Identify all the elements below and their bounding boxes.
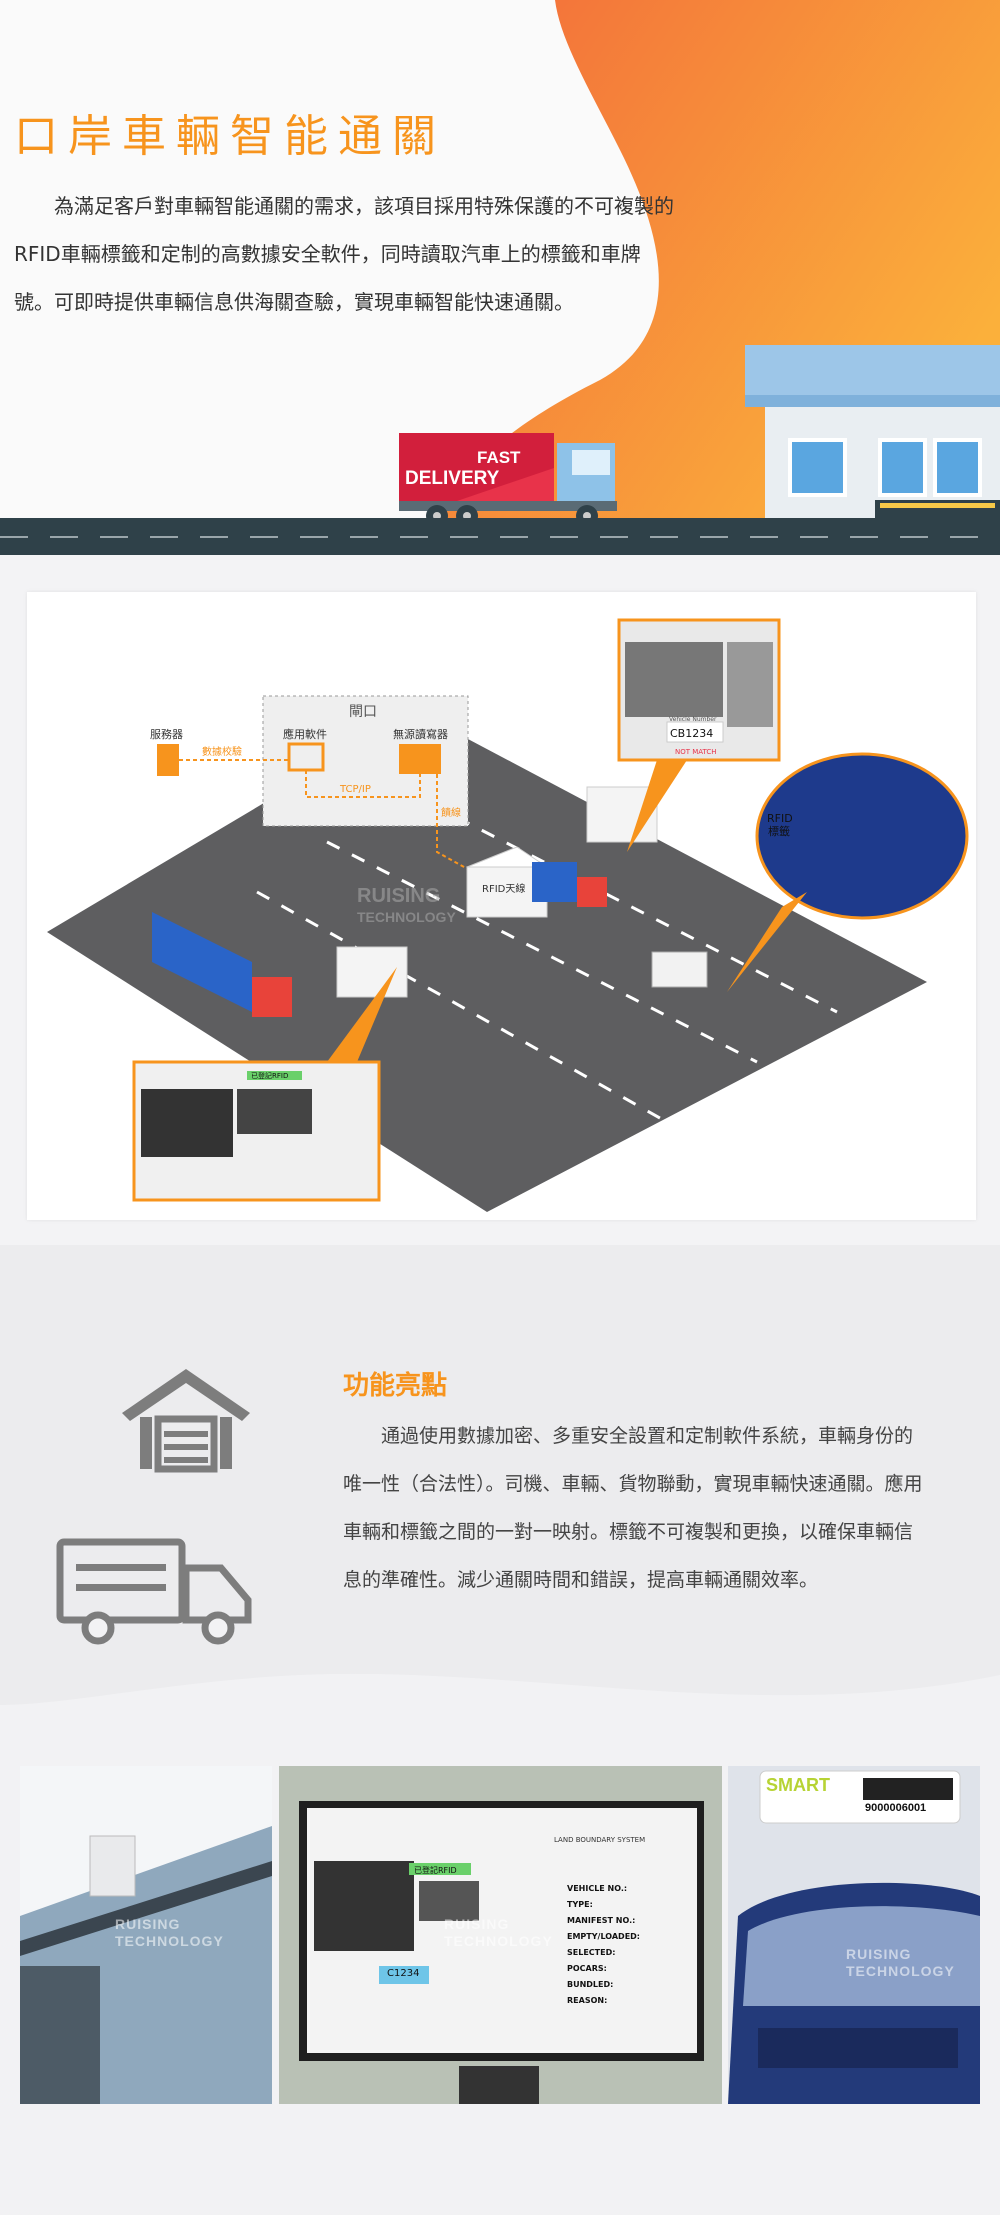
form-label: TYPE: xyxy=(567,1900,593,1909)
diagram-card: 閘口 服務器 應用軟件 無源讀寫器 數據校驗 TCP/IP 饋線 RFID天線 xyxy=(27,592,976,1220)
van xyxy=(651,951,708,988)
antenna-photo-image xyxy=(20,1766,272,2104)
form-label: SELECTED: xyxy=(567,1948,616,1957)
monitor-status: 已登記RFID xyxy=(414,1866,457,1875)
gate-label: 閘口 xyxy=(349,704,377,720)
watermark-text: TECHNOLOGY xyxy=(357,909,456,925)
road-markings xyxy=(0,536,1000,538)
form-label: MANIFEST NO.: xyxy=(567,1916,636,1925)
garage-icon xyxy=(122,1369,250,1473)
reader-icon xyxy=(399,744,441,774)
server-label: 服務器 xyxy=(150,727,183,741)
plate-number: CB1234 xyxy=(670,727,713,740)
screen-status: 已登記RFID xyxy=(251,1071,288,1080)
intro-paragraph: 為滿足客戶對車輛智能通關的需求，該項目採用特殊保護的不可複製的RFID車輛標籤和… xyxy=(14,194,674,314)
watermark-text: TECHNOLOGY xyxy=(115,1933,224,1949)
delivery-truck-illustration: FAST DELIVERY xyxy=(399,433,617,527)
data-verify-label: 數據校驗 xyxy=(202,745,242,758)
photo-antenna: RUISING TECHNOLOGY xyxy=(20,1766,272,2104)
truck-icon xyxy=(56,1538,252,1645)
form-label: POCARS: xyxy=(567,1964,607,1973)
photo-monitor: LAND BOUNDARY SYSTEM 已登記RFID C1234 VEHIC… xyxy=(279,1766,722,2104)
watermark-text: RUISING xyxy=(357,885,440,907)
customs-flow-diagram: 閘口 服務器 應用軟件 無源讀寫器 數據校驗 TCP/IP 饋線 RFID天線 xyxy=(47,618,969,1212)
highlights-title: 功能亮點 xyxy=(343,1371,448,1401)
application-label: 應用軟件 xyxy=(283,727,327,741)
form-label: REASON: xyxy=(567,1996,608,2005)
smart-logo: SMART xyxy=(766,1775,830,1795)
highlights-background xyxy=(0,1245,1000,1705)
road xyxy=(0,518,1000,555)
rfid-tag-zoom xyxy=(755,752,969,920)
hero-banner: 口岸車輛智能通關 為滿足客戶對車輛智能通關的需求，該項目採用特殊保護的不可複製的… xyxy=(0,0,1000,555)
rfid-tag-label-1: RFID xyxy=(767,812,793,825)
customs-building-illustration xyxy=(745,345,1000,520)
photo-truck-tag: SMART 9000006001 RUISING TECHNOLOGY xyxy=(728,1766,980,2104)
reader-label: 無源讀寫器 xyxy=(393,727,448,741)
truck-text-fast: FAST xyxy=(477,448,521,467)
tcpip-label: TCP/IP xyxy=(339,784,371,795)
server-icon xyxy=(157,744,179,776)
truck-photo-image xyxy=(728,1766,980,2104)
monitor-header: LAND BOUNDARY SYSTEM xyxy=(554,1836,646,1844)
truck xyxy=(532,862,577,902)
rfid-antenna-label: RFID天線 xyxy=(482,882,525,895)
plate-caption: Vehicle Number xyxy=(669,716,717,723)
form-label: EMPTY/LOADED: xyxy=(567,1932,640,1941)
feeder-label: 饋線 xyxy=(441,806,461,819)
form-label: VEHICLE NO.: xyxy=(567,1884,628,1893)
watermark-text: RUISING xyxy=(846,1946,912,1962)
form-label: BUNDLED: xyxy=(567,1980,614,1989)
truck-text-delivery: DELIVERY xyxy=(405,468,500,489)
watermark-text: RUISING xyxy=(444,1916,510,1932)
highlights-paragraph: 通過使用數據加密、多重安全設置和定制軟件系統，車輛身份的唯一性（合法性）。司機、… xyxy=(343,1425,923,1591)
booth xyxy=(336,946,408,998)
blue-truck xyxy=(152,912,252,1012)
page-title: 口岸車輛智能通關 xyxy=(14,111,446,162)
monitor-photo-image xyxy=(279,1766,722,2104)
watermark-text: TECHNOLOGY xyxy=(846,1963,955,1979)
rfid-tag-label-2: 標籤 xyxy=(768,824,790,838)
watermark-text: RUISING xyxy=(115,1916,181,1932)
tag-number: 9000006001 xyxy=(865,1802,927,1814)
match-status: NOT MATCH xyxy=(675,748,717,756)
monitor-plate: C1234 xyxy=(387,1968,420,1979)
monitor-form: VEHICLE NO.: TYPE: MANIFEST NO.: EMPTY/L… xyxy=(567,1881,640,2009)
watermark-text: TECHNOLOGY xyxy=(444,1933,553,1949)
